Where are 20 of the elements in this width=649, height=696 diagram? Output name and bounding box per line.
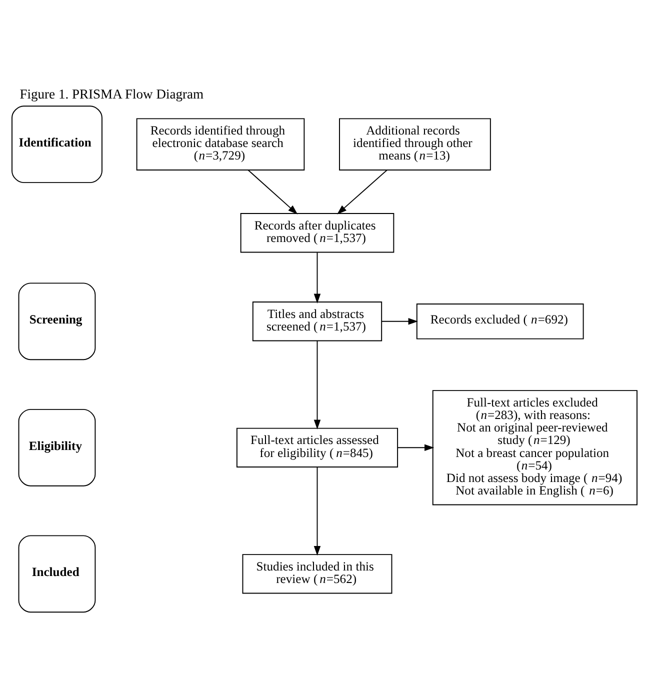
node-box: Studies included in this review (n=562) <box>242 554 392 594</box>
node-box: Identification <box>12 106 102 184</box>
arrow <box>248 170 298 214</box>
diagram-title: Figure 1. PRISMA Flow Diagram <box>20 86 204 102</box>
node-box: Included <box>18 535 96 613</box>
arrow <box>314 340 321 430</box>
arrow <box>397 444 434 452</box>
node-box: Full-text articles excluded (n=283), with reasons: Not an original peer-reviewed study (n=129) Not a breast cancer population (n=54) Did not assess body image (n=94) Not available in English (n=6) <box>432 390 638 506</box>
node-box: Records identified through electronic database search (n=3,729) <box>136 118 305 170</box>
arrow <box>337 170 388 214</box>
arrow <box>381 318 418 325</box>
arrow <box>314 252 321 304</box>
node-box: Full-text articles assessed for eligibility (n=845) <box>236 428 398 468</box>
node-box: Additional records identified through other means (n=13) <box>339 118 491 170</box>
arrow <box>314 466 321 556</box>
node-box: Screening <box>18 282 96 360</box>
node-box: Titles and abstracts screened (n=1,537) <box>252 302 382 342</box>
node-box: Eligibility <box>18 408 96 486</box>
node-box: Records after duplicates removed (n=1,537) <box>240 213 394 253</box>
node-box: Records excluded (n=692) <box>416 304 584 340</box>
